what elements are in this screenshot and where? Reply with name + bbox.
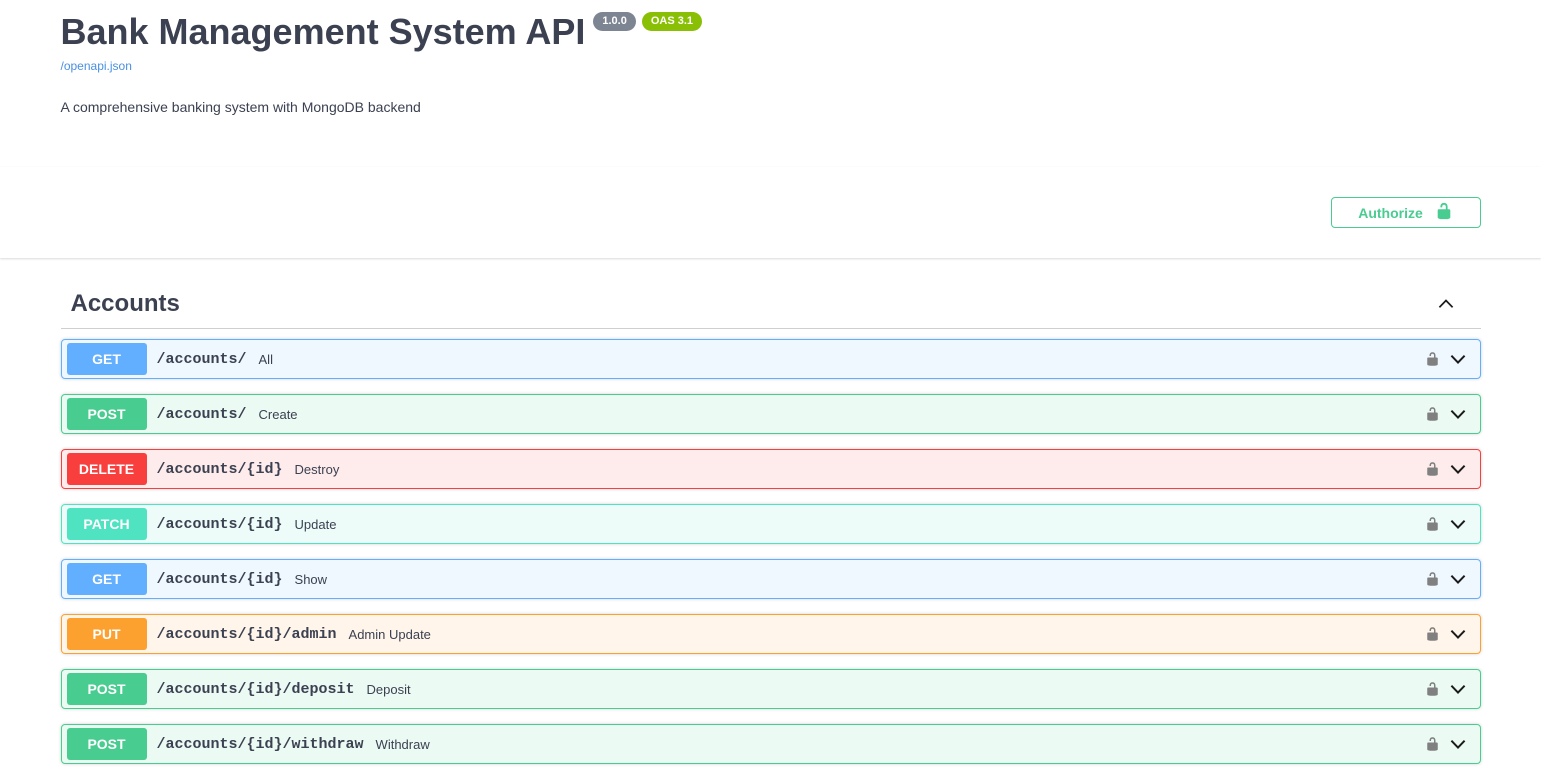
method-badge: POST [66, 673, 147, 705]
tag-header-accounts[interactable]: Accounts [60, 280, 1481, 329]
operation-row[interactable]: PATCH /accounts/{id} Update [60, 504, 1481, 544]
operations-list: GET /accounts/ All POST /accounts/ Creat… [60, 339, 1481, 764]
row-controls [1425, 348, 1475, 370]
operation-row[interactable]: GET /accounts/{id} Show [60, 559, 1481, 599]
authorize-button[interactable]: Authorize [1330, 197, 1481, 228]
row-controls [1425, 678, 1475, 700]
operation-path: /accounts/{id} [156, 460, 283, 478]
operation-path: /accounts/{id} [156, 570, 283, 588]
operation-summary: Deposit [366, 681, 411, 697]
chevron-down-icon[interactable] [1447, 513, 1469, 535]
operation-path: /accounts/{id} [156, 515, 283, 533]
chevron-down-icon[interactable] [1447, 458, 1469, 480]
row-controls [1425, 403, 1475, 425]
chevron-down-icon[interactable] [1447, 623, 1469, 645]
operation-summary: Withdraw [375, 736, 430, 752]
operation-row[interactable]: POST /accounts/{id}/deposit Deposit [60, 669, 1481, 709]
oas-badge: OAS 3.1 [641, 12, 702, 31]
method-badge: POST [66, 398, 147, 430]
tag-section-accounts: Accounts GET /accounts/ All POS [60, 280, 1481, 764]
chevron-down-icon[interactable] [1447, 733, 1469, 755]
row-controls [1425, 568, 1475, 590]
page-container: Bank Management System API 1.0.0 OAS 3.1 /… [61, 0, 1481, 115]
unlocked-padlock-icon[interactable] [1425, 516, 1440, 532]
row-controls [1425, 623, 1475, 645]
operation-path: /accounts/{id}/withdraw [156, 735, 364, 753]
chevron-down-icon[interactable] [1447, 568, 1469, 590]
operation-summary: Destroy [294, 461, 340, 477]
api-title-text: Bank Management System API [60, 11, 586, 52]
method-badge: POST [66, 728, 147, 760]
unlocked-padlock-icon[interactable] [1425, 351, 1440, 367]
operation-summary: Create [258, 406, 298, 422]
api-description: A comprehensive banking system with Mong… [60, 99, 421, 115]
page-title: Bank Management System API 1.0.0 OAS 3.1 [61, 10, 1481, 56]
operation-path: /accounts/{id}/admin [156, 625, 337, 643]
unlocked-padlock-icon[interactable] [1425, 626, 1440, 642]
operation-summary: Show [294, 571, 328, 587]
operation-path: /accounts/ [156, 350, 247, 368]
operation-row[interactable]: GET /accounts/ All [60, 339, 1481, 379]
operation-summary: All [258, 351, 273, 367]
chevron-down-icon[interactable] [1447, 678, 1469, 700]
authorize-button-label: Authorize [1358, 204, 1423, 221]
row-controls [1425, 513, 1475, 535]
operation-row[interactable]: POST /accounts/ Create [60, 394, 1481, 434]
unlocked-padlock-icon[interactable] [1425, 571, 1440, 587]
unlocked-padlock-icon[interactable] [1425, 406, 1440, 422]
scheme-container: Authorize [0, 167, 1541, 258]
operation-summary: Admin Update [348, 626, 431, 642]
operation-row[interactable]: POST /accounts/{id}/withdraw Withdraw [60, 724, 1481, 764]
operation-summary: Update [294, 516, 337, 532]
unlocked-padlock-icon[interactable] [1425, 736, 1440, 752]
operation-row[interactable]: PUT /accounts/{id}/admin Admin Update [60, 614, 1481, 654]
method-badge: DELETE [66, 453, 147, 485]
chevron-up-icon[interactable] [1435, 293, 1457, 315]
method-badge: PATCH [66, 508, 147, 540]
api-info-section: Bank Management System API 1.0.0 OAS 3.1 /… [61, 0, 1481, 115]
method-badge: GET [66, 343, 147, 375]
chevron-down-icon[interactable] [1447, 403, 1469, 425]
unlocked-padlock-icon [1435, 202, 1453, 223]
operation-path: /accounts/{id}/deposit [156, 680, 355, 698]
openapi-spec-link[interactable]: /openapi.json [60, 59, 132, 73]
row-controls [1425, 733, 1475, 755]
chevron-down-icon[interactable] [1447, 348, 1469, 370]
version-badge: 1.0.0 [593, 12, 636, 31]
tag-name: Accounts [70, 290, 180, 317]
operation-row[interactable]: DELETE /accounts/{id} Destroy [60, 449, 1481, 489]
method-badge: PUT [66, 618, 147, 650]
unlocked-padlock-icon[interactable] [1425, 461, 1440, 477]
row-controls [1425, 458, 1475, 480]
method-badge: GET [66, 563, 147, 595]
operation-path: /accounts/ [156, 405, 247, 423]
title-badges: 1.0.0 OAS 3.1 [593, 12, 702, 56]
unlocked-padlock-icon[interactable] [1425, 681, 1440, 697]
